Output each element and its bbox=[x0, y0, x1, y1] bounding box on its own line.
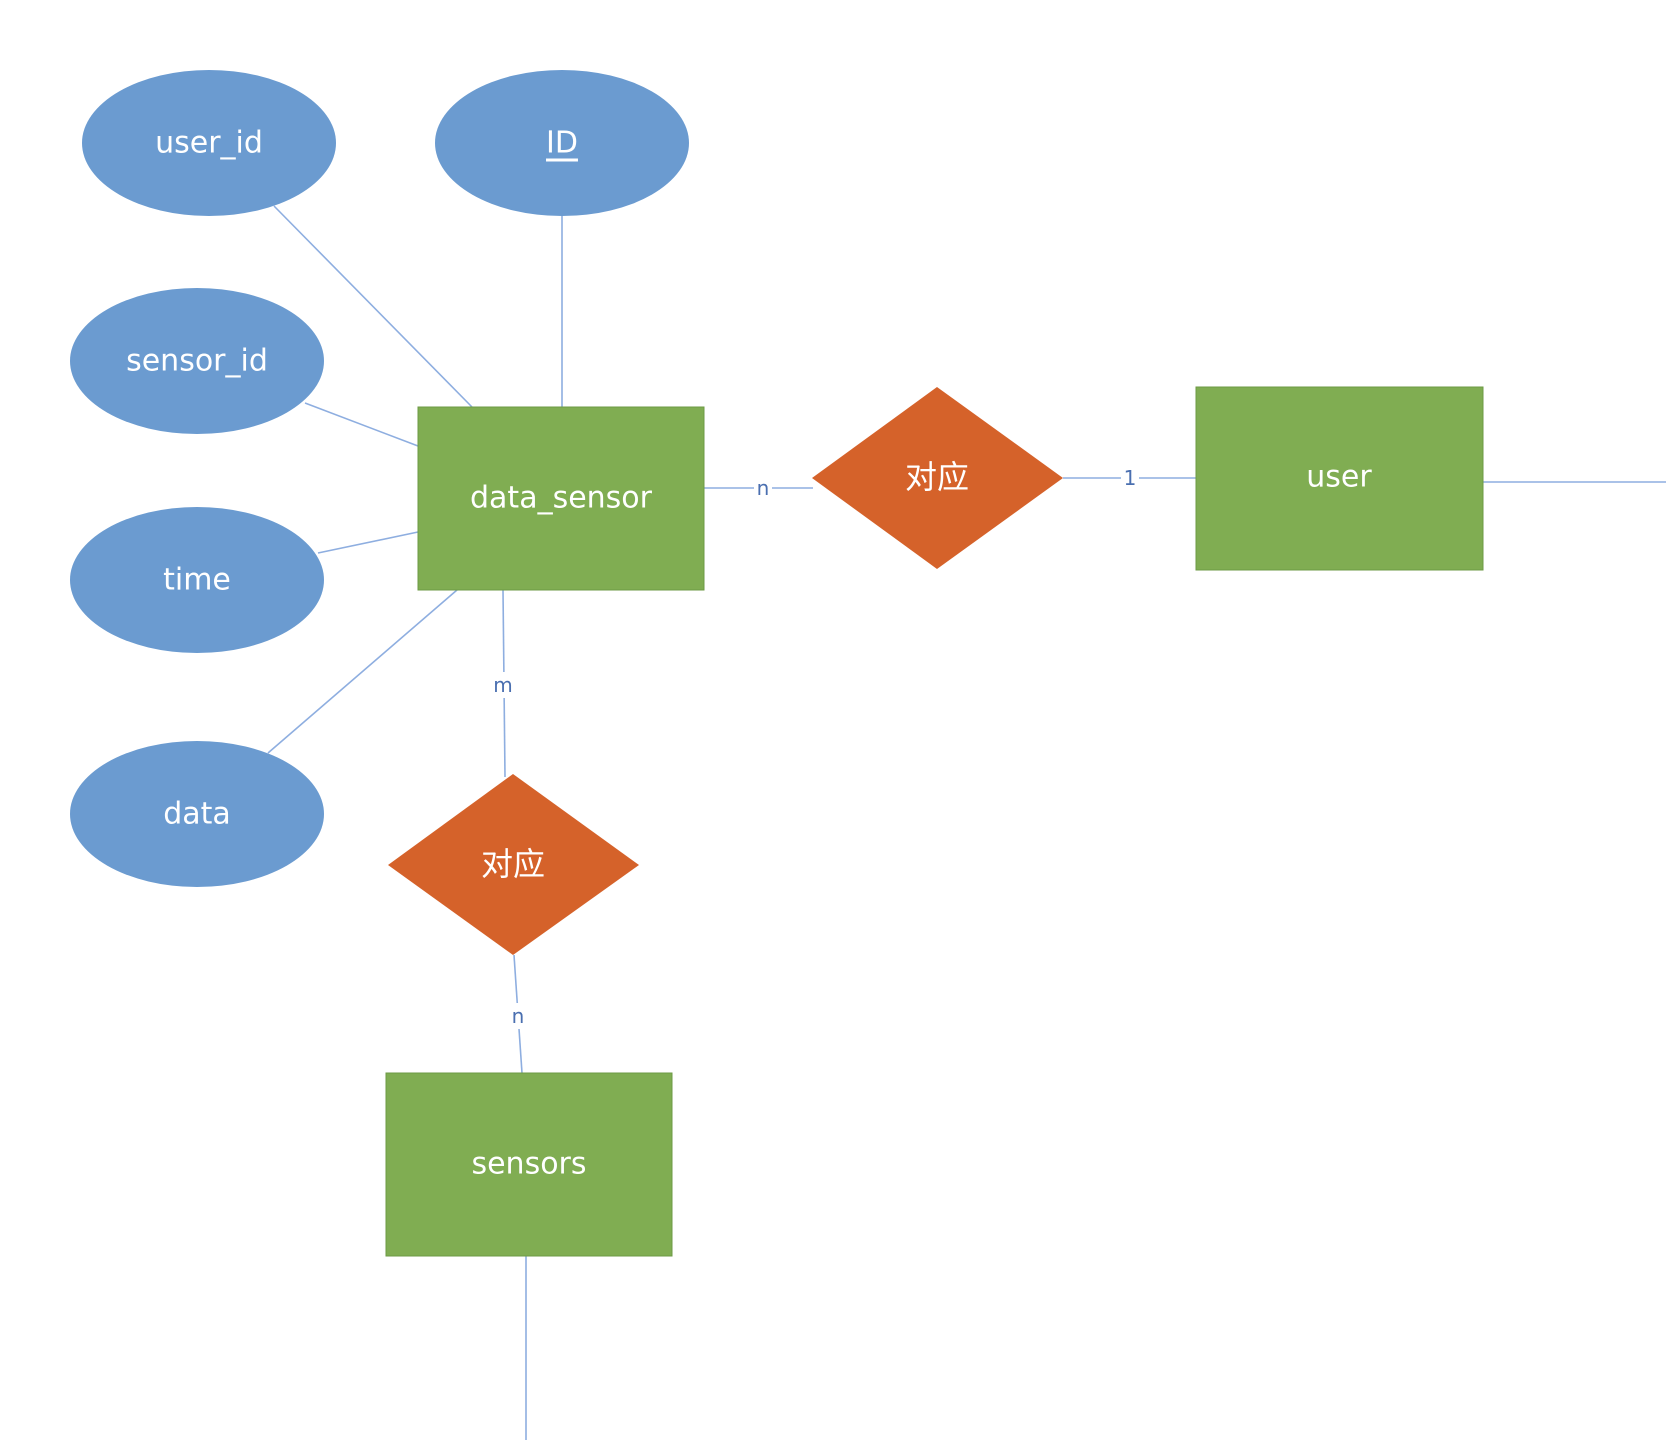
entity-data-sensor: data_sensor bbox=[417, 406, 705, 591]
attribute-id-shape bbox=[435, 70, 689, 216]
attribute-user-id-label: user_id bbox=[155, 126, 263, 161]
connector-sensor-id bbox=[304, 402, 419, 447]
cardinality-user-rel-user: 1 bbox=[1121, 466, 1139, 490]
relationship-sensors-link: 对应 bbox=[388, 774, 639, 955]
cardinality-bg bbox=[507, 1003, 529, 1029]
relationship-user-link: 对应 bbox=[812, 387, 1063, 569]
attribute-time-label: time bbox=[163, 563, 231, 598]
attribute-user-id: user_id bbox=[82, 70, 336, 216]
attribute-time: time bbox=[70, 507, 324, 653]
entity-sensors-shape bbox=[385, 1072, 673, 1257]
relationship-user-link-label: 对应 bbox=[905, 458, 969, 496]
cardinality-bg bbox=[490, 672, 516, 698]
connector-data bbox=[267, 589, 458, 754]
attribute-data-label: data bbox=[163, 797, 231, 832]
cardinality-label: n bbox=[512, 1004, 525, 1028]
attribute-id-label: ID bbox=[546, 126, 578, 161]
attribute-user-id-shape bbox=[82, 70, 336, 216]
attribute-sensor-id: sensor_id bbox=[70, 288, 324, 434]
attribute-id: ID bbox=[435, 70, 689, 216]
attribute-sensor-id-shape bbox=[70, 288, 324, 434]
cardinality-label: m bbox=[493, 673, 512, 697]
connector-user-id bbox=[273, 205, 473, 408]
entity-user-shape bbox=[1195, 386, 1484, 571]
entity-user-label: user bbox=[1306, 460, 1372, 495]
cardinality-bg bbox=[754, 476, 772, 500]
connector-time bbox=[317, 531, 419, 554]
relationship-user-link-shape bbox=[812, 387, 1063, 569]
cardinality-bg bbox=[1121, 466, 1139, 490]
cardinality-data-sensor-user-rel: n bbox=[754, 476, 772, 500]
relationship-sensors-link-label: 对应 bbox=[481, 845, 545, 883]
attribute-time-shape bbox=[70, 507, 324, 653]
attribute-sensor-id-label: sensor_id bbox=[126, 344, 268, 379]
entity-data-sensor-shape bbox=[417, 406, 705, 591]
entity-user: user bbox=[1195, 386, 1484, 571]
cardinality-label: 1 bbox=[1124, 466, 1137, 490]
entity-sensors-label: sensors bbox=[471, 1147, 586, 1182]
cardinality-data-sensor-sensors-rel: m bbox=[490, 672, 516, 698]
cardinality-sensors-rel-sensors: n bbox=[507, 1003, 529, 1029]
cardinality-label: n bbox=[757, 476, 770, 500]
relationship-sensors-link-shape bbox=[388, 774, 639, 955]
entity-sensors: sensors bbox=[385, 1072, 673, 1257]
entity-data-sensor-label: data_sensor bbox=[470, 481, 653, 516]
attribute-data-shape bbox=[70, 741, 324, 887]
attribute-data: data bbox=[70, 741, 324, 887]
